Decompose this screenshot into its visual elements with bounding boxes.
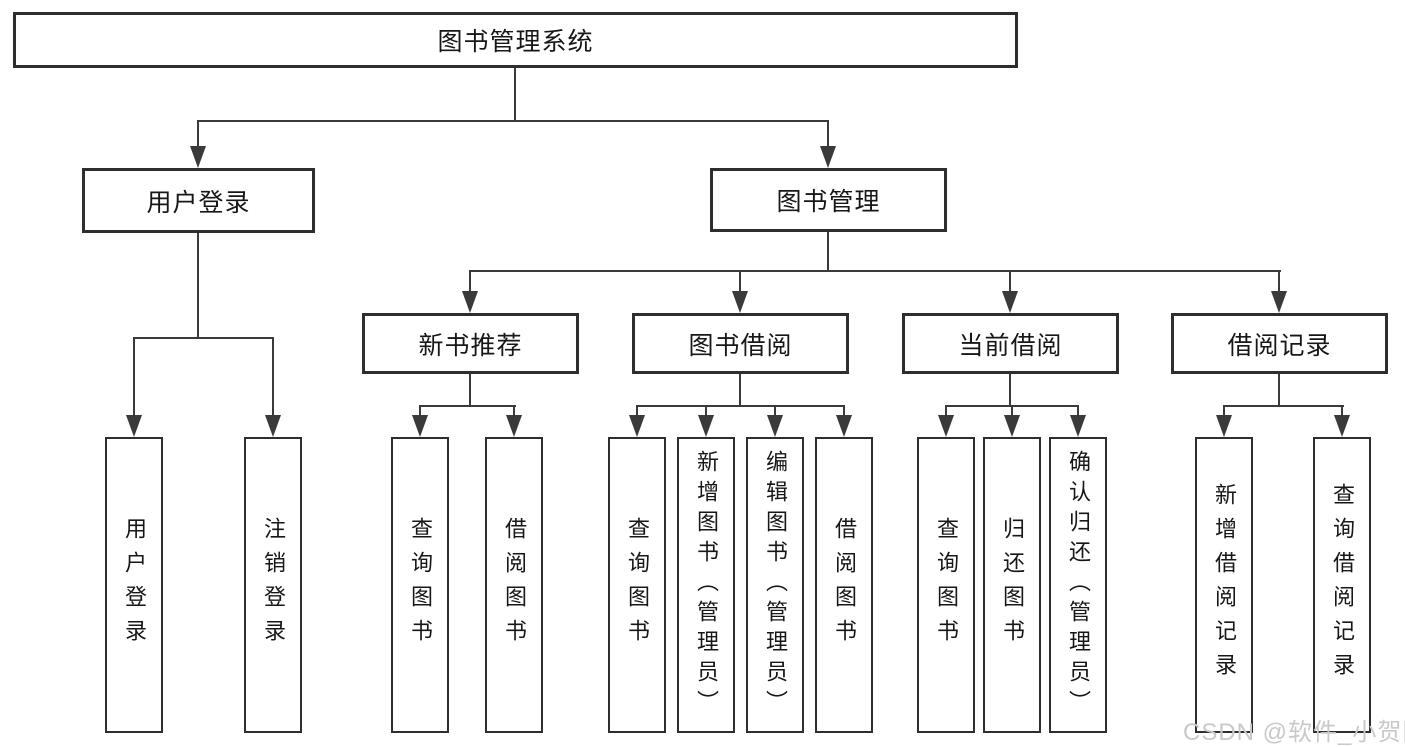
leaf-label: 确认归还（管理员）: [1066, 450, 1091, 720]
arrow-down-icon: [197, 120, 199, 146]
leaf-label: 新增图书（管理员）: [694, 450, 719, 720]
node-query-books-borrowing: 查询图书: [608, 437, 666, 733]
node-borrow-books-recommend: 借阅图书: [485, 437, 543, 733]
node-current-borrowing: 当前借阅: [902, 313, 1119, 374]
arrow-down-icon: [774, 405, 776, 415]
csdn-watermark: CSDN @软件_小贺同学: [1183, 719, 1405, 746]
arrow-down-icon: [1009, 270, 1011, 291]
connector-borrowing-stem: [739, 374, 741, 407]
leaf-label: 查询借阅记录: [1330, 483, 1355, 687]
node-edit-book-admin: 编辑图书（管理员）: [746, 437, 804, 733]
arrow-down-icon: [1011, 405, 1013, 415]
leaf-label: 查询图书: [408, 517, 433, 653]
arrow-down-icon: [1341, 405, 1343, 415]
connector-root-hbar: [197, 120, 829, 122]
connector-current-stem: [1009, 374, 1011, 407]
connector-user-login-hbar: [133, 337, 274, 339]
connector-records-hbar: [1223, 405, 1344, 407]
arrow-down-icon: [469, 270, 471, 291]
connector-recommend-hbar: [419, 405, 516, 407]
node-query-borrow-record: 查询借阅记录: [1313, 437, 1371, 733]
connector-root-stem: [514, 68, 516, 122]
connector-book-mgmt-hbar: [469, 270, 1281, 272]
node-confirm-return-admin: 确认归还（管理员）: [1049, 437, 1107, 733]
arrow-down-icon: [739, 270, 741, 291]
arrow-down-icon: [1278, 270, 1280, 291]
leaf-label: 编辑图书（管理员）: [763, 450, 788, 720]
node-user-login-leaf: 用户登录: [105, 437, 163, 733]
connector-book-mgmt-stem: [827, 232, 829, 272]
connector-records-stem: [1278, 374, 1280, 407]
node-book-management: 图书管理: [710, 168, 947, 232]
leaf-label: 借阅图书: [502, 517, 527, 653]
node-return-books: 归还图书: [983, 437, 1041, 733]
arrow-down-icon: [1077, 405, 1079, 415]
connector-user-login-stem: [197, 233, 199, 339]
arrow-down-icon: [636, 405, 638, 415]
arrow-down-icon: [133, 337, 135, 415]
arrow-down-icon: [419, 405, 421, 415]
arrow-down-icon: [513, 405, 515, 415]
arrow-down-icon: [827, 120, 829, 146]
arrow-down-icon: [705, 405, 707, 415]
node-new-book-recommend: 新书推荐: [362, 313, 579, 374]
connector-borrowing-hbar: [636, 405, 845, 407]
leaf-label: 查询图书: [625, 517, 650, 653]
node-library-system: 图书管理系统: [13, 12, 1018, 68]
leaf-label: 注销登录: [261, 517, 286, 653]
node-add-book-admin: 新增图书（管理员）: [677, 437, 735, 733]
connector-recommend-stem: [469, 374, 471, 407]
leaf-label: 新增借阅记录: [1212, 483, 1237, 687]
node-logout: 注销登录: [244, 437, 302, 733]
arrow-down-icon: [272, 337, 274, 415]
arrow-down-icon: [945, 405, 947, 415]
leaf-label: 归还图书: [1000, 517, 1025, 653]
node-book-borrowing: 图书借阅: [632, 313, 849, 374]
node-borrow-books-borrowing: 借阅图书: [815, 437, 873, 733]
node-user-login-branch: 用户登录: [82, 168, 315, 233]
arrow-down-icon: [843, 405, 845, 415]
arrow-down-icon: [1223, 405, 1225, 415]
leaf-label: 借阅图书: [832, 517, 857, 653]
node-borrowing-records: 借阅记录: [1171, 313, 1388, 374]
leaf-label: 查询图书: [934, 517, 959, 653]
node-add-borrow-record: 新增借阅记录: [1195, 437, 1253, 733]
node-query-books-current: 查询图书: [917, 437, 975, 733]
leaf-label: 用户登录: [122, 517, 147, 653]
node-query-books-recommend: 查询图书: [391, 437, 449, 733]
